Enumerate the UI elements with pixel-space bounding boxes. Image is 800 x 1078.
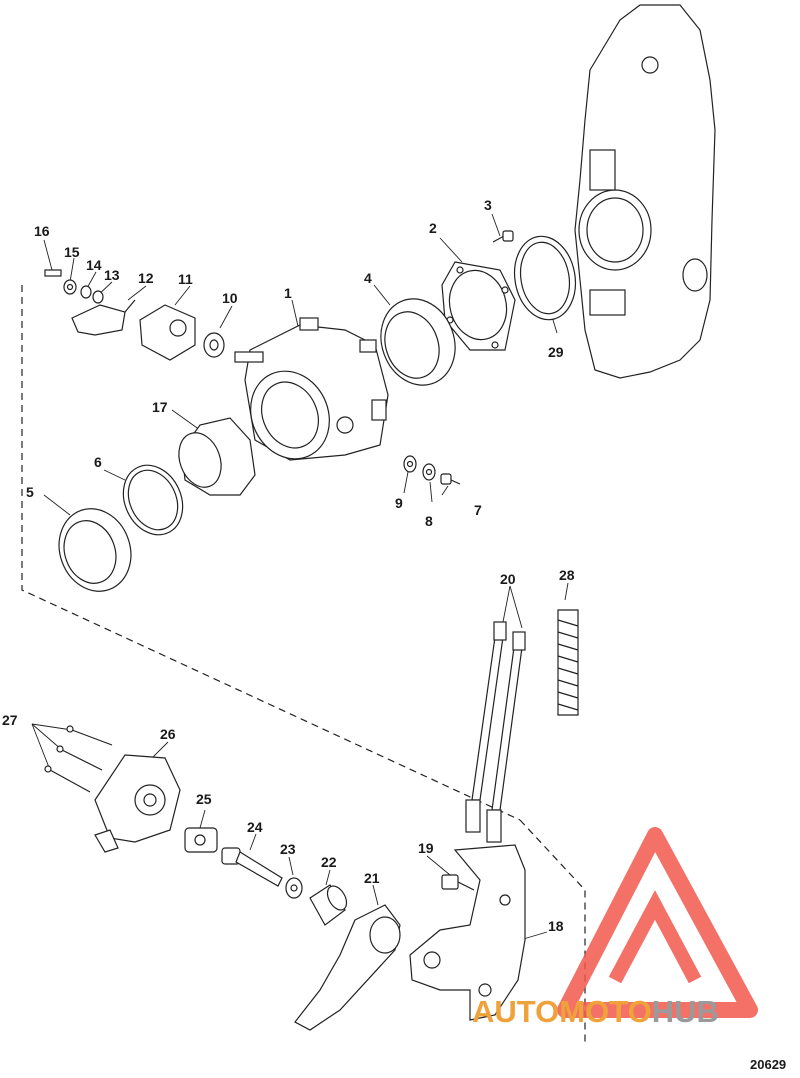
label-part-3: 3 — [484, 197, 492, 213]
label-part-22: 22 — [321, 854, 337, 870]
label-part-2: 2 — [429, 220, 437, 236]
part-gear — [184, 827, 218, 853]
part-shift-arm — [294, 904, 401, 1031]
label-part-14: 14 — [86, 257, 102, 273]
watermark-text: AUTOMOTOHUB — [472, 996, 719, 1027]
watermark-text-accent: AUTOMOTO — [472, 994, 652, 1029]
label-part-7: 7 — [474, 502, 482, 518]
reference-number: 20629 — [750, 1057, 787, 1072]
part-gasket — [441, 261, 516, 351]
part-screw-7 — [440, 473, 461, 485]
label-part-18: 18 — [548, 918, 564, 934]
label-part-21: 21 — [364, 870, 380, 886]
part-throttle-body — [234, 317, 389, 461]
part-intake-housing — [574, 4, 716, 379]
label-part-1: 1 — [284, 285, 292, 301]
label-part-15: 15 — [64, 244, 80, 260]
label-part-10: 10 — [222, 290, 238, 306]
label-part-26: 26 — [160, 726, 176, 742]
part-sensor — [139, 304, 196, 361]
part-nut-15 — [63, 279, 77, 295]
label-part-11: 11 — [178, 271, 193, 287]
part-bolts — [44, 725, 113, 793]
part-pump-body — [94, 754, 181, 853]
label-part-23: 23 — [280, 841, 296, 857]
part-bushing — [309, 884, 348, 926]
label-part-17: 17 — [152, 399, 168, 415]
label-part-4: 4 — [364, 270, 372, 286]
part-washer-13 — [92, 290, 104, 304]
label-part-9: 9 — [395, 495, 403, 511]
label-part-28: 28 — [559, 567, 575, 583]
dashed-outline-lower — [519, 819, 586, 1045]
part-bracket — [409, 844, 526, 1021]
watermark-text-gray: HUB — [651, 994, 719, 1029]
part-lever-12 — [71, 299, 136, 336]
part-washer-23 — [285, 877, 303, 899]
part-spring — [557, 609, 579, 716]
part-washer-9 — [403, 455, 417, 473]
label-part-29: 29 — [548, 344, 564, 360]
label-part-24: 24 — [247, 819, 263, 835]
watermark-logo — [557, 827, 758, 1018]
label-part-5: 5 — [26, 484, 34, 500]
label-part-13: 13 — [104, 267, 120, 283]
label-part-12: 12 — [138, 270, 154, 286]
label-part-8: 8 — [425, 513, 433, 529]
label-part-25: 25 — [196, 791, 212, 807]
part-adapter-ring — [58, 508, 132, 592]
part-screw-16 — [44, 269, 62, 277]
part-washer-8 — [422, 463, 436, 481]
part-hoses — [465, 621, 526, 843]
part-clamp-6 — [122, 464, 184, 536]
part-bolt-24 — [221, 847, 283, 887]
dashed-outline-upper — [21, 285, 521, 821]
label-part-16: 16 — [34, 223, 50, 239]
part-bolt-19 — [441, 874, 475, 891]
part-screw-3 — [492, 230, 514, 243]
label-part-20: 20 — [500, 571, 516, 587]
part-clamp-band — [513, 235, 577, 321]
part-seal-ring — [380, 298, 456, 386]
part-washer-10 — [203, 332, 225, 358]
label-part-27: 27 — [2, 712, 18, 728]
label-part-6: 6 — [94, 454, 102, 470]
label-part-19: 19 — [418, 840, 434, 856]
part-washer-14 — [80, 285, 92, 299]
part-boot — [178, 417, 256, 496]
